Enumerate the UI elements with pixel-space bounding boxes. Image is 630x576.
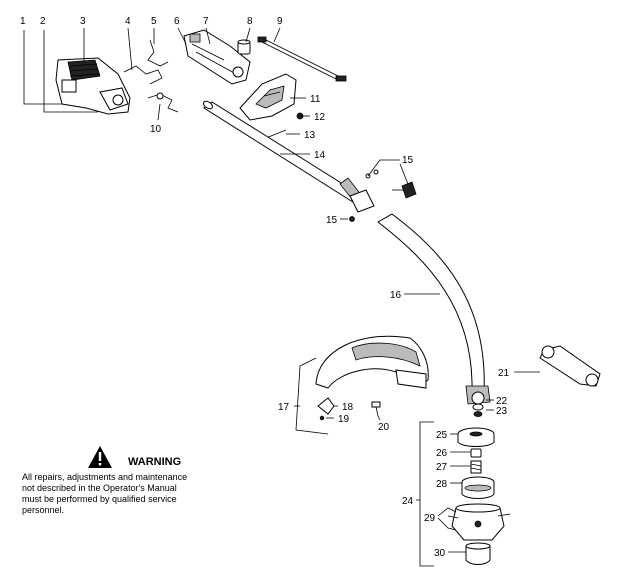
- part-wrench: [539, 345, 601, 387]
- part-linkage: [147, 92, 179, 113]
- part-bolt-20: [371, 401, 381, 417]
- warning-line-3: must be performed by qualified service: [22, 494, 177, 504]
- callout-20: 20: [378, 422, 390, 433]
- warning-notice: WARNING All repairs, adjustments and mai…: [22, 446, 187, 515]
- callout-16: 16: [390, 290, 402, 301]
- callout-17: 17: [278, 402, 290, 413]
- callout-8: 8: [247, 16, 253, 27]
- part-shroud: [239, 73, 297, 121]
- part-screw-19: [319, 415, 325, 421]
- part-bracket: [317, 397, 335, 415]
- callout-21: 21: [498, 368, 510, 379]
- part-curved-shaft: [377, 213, 491, 405]
- part-washers: [472, 403, 484, 417]
- callout-15b: 15: [326, 215, 338, 226]
- part-nut: [470, 448, 482, 458]
- part-debris-shield: [315, 335, 429, 389]
- callout-13: 13: [304, 130, 316, 141]
- callout-3: 3: [80, 16, 86, 27]
- part-wire: [147, 39, 169, 67]
- warning-line-2: not described in the Operator's Manual: [22, 483, 177, 493]
- leader-lines: [23, 27, 540, 567]
- callout-10: 10: [150, 124, 162, 135]
- callout-2: 2: [40, 16, 46, 27]
- warning-line-4: personnel.: [22, 505, 64, 515]
- callout-4: 4: [125, 16, 131, 27]
- part-clip: [123, 65, 163, 85]
- part-pin: [265, 129, 287, 139]
- warning-title: WARNING: [128, 456, 181, 468]
- callout-24: 24: [402, 496, 414, 507]
- callout-23: 23: [496, 406, 508, 417]
- callout-30: 30: [434, 548, 446, 559]
- part-spring: [470, 460, 482, 474]
- part-spool: [461, 476, 495, 499]
- part-sleeve: [237, 39, 251, 55]
- callout-25: 25: [436, 430, 448, 441]
- part-drive-hub: [457, 427, 495, 447]
- part-handle-housing: [183, 29, 251, 85]
- part-bump-knob: [465, 542, 491, 565]
- warning-line-1: All repairs, adjustments and maintenance: [22, 472, 187, 482]
- callout-14: 14: [314, 150, 326, 161]
- callout-28: 28: [436, 479, 448, 490]
- callout-6: 6: [174, 16, 180, 27]
- callout-19: 19: [338, 414, 350, 425]
- part-drive-shaft: [202, 100, 375, 213]
- callout-29: 29: [424, 513, 436, 524]
- callout-27: 27: [436, 462, 448, 473]
- callout-11: 11: [310, 94, 321, 105]
- part-screw-12: [296, 112, 307, 120]
- part-engine-assembly: [55, 57, 131, 115]
- callout-22: 22: [496, 396, 508, 407]
- callout-15a: 15: [402, 155, 414, 166]
- callout-12: 12: [314, 112, 326, 123]
- callout-9: 9: [277, 16, 283, 27]
- callout-labels: 1 2 3 4 5 6 7 8 9 10 11 12 13 14 15 15 1…: [20, 16, 510, 559]
- callout-18: 18: [342, 402, 354, 413]
- part-trimmer-housing: [447, 503, 511, 541]
- callout-26: 26: [436, 448, 448, 459]
- callout-1: 1: [20, 16, 26, 27]
- callout-5: 5: [151, 16, 157, 27]
- part-throttle-cable: [257, 36, 347, 82]
- callout-7: 7: [203, 16, 209, 27]
- warning-triangle-icon: [88, 446, 112, 468]
